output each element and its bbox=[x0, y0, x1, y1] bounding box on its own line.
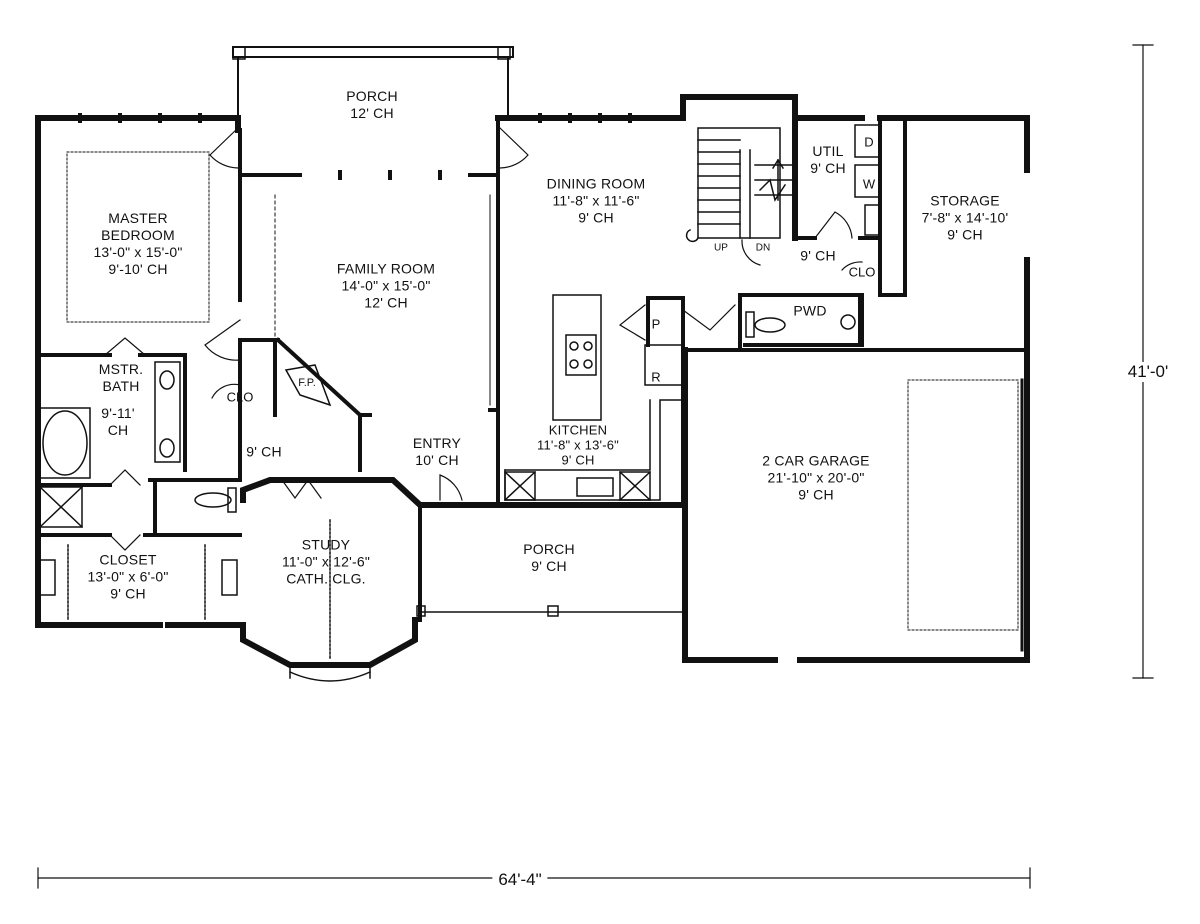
powder-room-fixtures bbox=[745, 311, 856, 338]
dimension-depth: 41'-0' bbox=[1121, 362, 1175, 382]
room-ceiling: 9' CH bbox=[947, 226, 983, 243]
room-ceiling: 9' CH bbox=[810, 160, 846, 176]
room-label-master-bedroom: MASTER BEDROOM 13'-0" x 15'-0" 9'-10' CH bbox=[93, 210, 182, 278]
room-label-entry: ENTRY 10' CH bbox=[413, 435, 461, 469]
room-label-front-porch: PORCH 9' CH bbox=[523, 541, 575, 575]
room-ceiling: 12' CH bbox=[350, 105, 394, 121]
room-size: 11'-8" x 11'-6" bbox=[552, 192, 640, 209]
room-name: PORCH bbox=[346, 88, 398, 104]
interior-walls bbox=[36, 116, 1029, 622]
dimension-width: 64'-4" bbox=[492, 870, 548, 890]
room-size: 9'-11' bbox=[101, 405, 135, 421]
kitchen-counter bbox=[503, 344, 684, 502]
tag-refrigerator: R bbox=[651, 369, 661, 385]
room-label-garage: 2 CAR GARAGE 21'-10" x 20'-0" 9' CH bbox=[762, 453, 869, 504]
room-label-family-room: FAMILY ROOM 14'-0" x 15'-0" 12' CH bbox=[337, 261, 435, 312]
study-bay-window bbox=[289, 519, 371, 682]
room-ceiling: 10' CH bbox=[415, 452, 459, 468]
window-marks bbox=[78, 113, 632, 180]
room-name: 2 CAR GARAGE bbox=[762, 452, 870, 469]
room-name: PORCH bbox=[523, 541, 575, 557]
tag-washer: W bbox=[862, 176, 876, 192]
master-bath-fixtures bbox=[38, 361, 238, 621]
front-porch-outline bbox=[416, 605, 686, 617]
tag-fireplace: F.P. bbox=[298, 377, 316, 389]
room-size: 14'-0" x 15'-0" bbox=[341, 277, 431, 294]
room-name: BEDROOM bbox=[101, 227, 175, 243]
tag-closet-right: CLO bbox=[848, 264, 876, 280]
room-name: MASTER bbox=[108, 210, 168, 226]
room-size: 7'-8" x 14'-10' bbox=[921, 209, 1009, 226]
room-name: BATH bbox=[102, 378, 140, 394]
room-name: FAMILY ROOM bbox=[336, 260, 436, 277]
room-size: 11'-0" x 12'-6" bbox=[281, 553, 371, 570]
room-ceiling: 9' CH bbox=[531, 558, 567, 574]
washer-dryer bbox=[854, 124, 881, 236]
room-name: PWD bbox=[793, 302, 827, 319]
room-name: MSTR. bbox=[98, 361, 144, 377]
room-name: CLOSET bbox=[99, 551, 157, 568]
room-size: 11'-8" x 13'-6" bbox=[537, 437, 619, 453]
room-ceiling: CATH. CLG. bbox=[286, 570, 366, 587]
room-label-study: STUDY 11'-0" x 12'-6" CATH. CLG. bbox=[282, 537, 370, 588]
room-size: 21'-10" x 20'-0" bbox=[767, 469, 865, 486]
room-size: 13'-0" x 15'-0" bbox=[93, 244, 183, 260]
garage-door bbox=[907, 379, 1019, 631]
room-name: UTIL bbox=[812, 143, 844, 159]
room-name: DINING ROOM bbox=[546, 175, 646, 192]
room-ceiling: 9' CH bbox=[800, 247, 836, 264]
room-ceiling: 9' CH bbox=[110, 585, 146, 602]
room-ceiling: 9' CH bbox=[798, 486, 834, 503]
exterior-walls bbox=[35, 94, 1030, 668]
room-ceiling: 9' CH bbox=[561, 452, 595, 468]
room-label-dining-room: DINING ROOM 11'-8" x 11'-6" 9' CH bbox=[547, 176, 646, 227]
kitchen-island bbox=[552, 294, 602, 421]
tag-closet-left: CLO bbox=[226, 389, 254, 405]
room-ceiling: CH bbox=[107, 422, 129, 438]
room-name: STORAGE bbox=[930, 192, 1000, 209]
room-label-back-porch: PORCH 12' CH bbox=[346, 88, 398, 122]
room-label-storage: STORAGE 7'-8" x 14'-10' 9' CH bbox=[922, 193, 1009, 244]
room-name: ENTRY bbox=[412, 435, 462, 451]
fireplace bbox=[284, 364, 332, 407]
room-label-lower-hall: 9' CH bbox=[246, 444, 282, 461]
room-label-upper-hall: 9' CH bbox=[800, 248, 836, 265]
room-size: 13'-0" x 6'-0" bbox=[87, 568, 169, 585]
porch-post bbox=[497, 46, 511, 60]
room-name: KITCHEN bbox=[548, 422, 608, 438]
room-name: STUDY bbox=[301, 536, 351, 553]
room-ceiling: 12' CH bbox=[364, 294, 408, 311]
tag-stair-up: UP bbox=[714, 242, 728, 254]
room-ceiling: 9'-10' CH bbox=[108, 261, 168, 277]
tag-dryer: D bbox=[864, 134, 874, 150]
porch-post bbox=[232, 46, 246, 60]
room-label-master-bath-ceiling: 9'-11' CH bbox=[101, 405, 135, 439]
room-label-master-bath: MSTR. BATH bbox=[99, 361, 144, 395]
room-label-powder: PWD bbox=[793, 303, 826, 320]
room-ceiling: 9' CH bbox=[246, 443, 282, 460]
room-label-closet: CLOSET 13'-0" x 6'-0" 9' CH bbox=[87, 552, 168, 603]
tag-pantry: P bbox=[651, 316, 661, 332]
room-label-kitchen: KITCHEN 11'-8" x 13'-6" 9' CH bbox=[537, 423, 619, 468]
room-label-util: UTIL 9' CH bbox=[810, 143, 846, 177]
stairs bbox=[685, 127, 796, 243]
room-ceiling: 9' CH bbox=[578, 209, 614, 226]
tag-stair-down: DN bbox=[755, 242, 771, 254]
door-swings bbox=[104, 127, 863, 551]
